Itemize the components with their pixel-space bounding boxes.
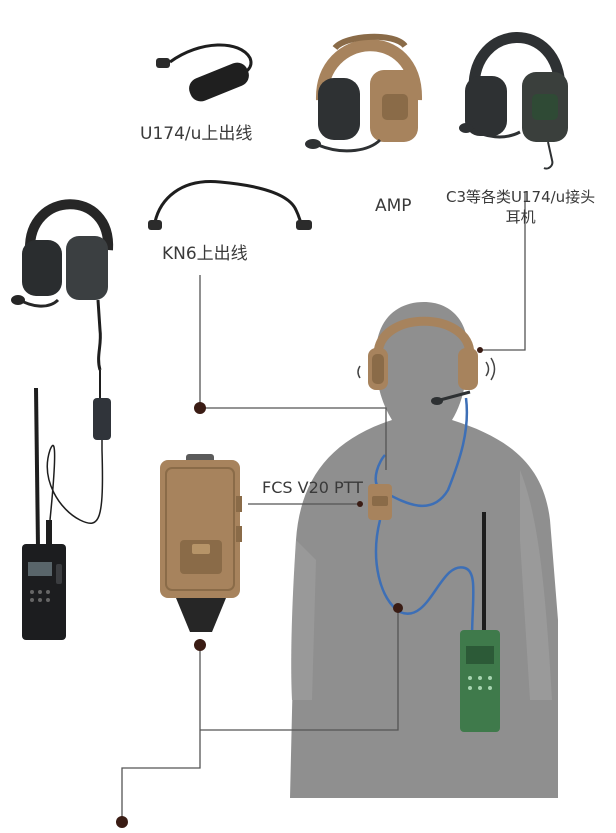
line-bottom-route [121,645,201,820]
dot-c3 [477,347,483,353]
ptt-box-icon [160,454,242,632]
soldier-silhouette [290,302,558,798]
amp-headset-icon [305,33,423,153]
label-kn6-cable: KN6上出线 [162,244,248,264]
label-u174-cable: U174/u上出线 [140,124,253,144]
label-c3-headset: C3等各类U174/u接头 耳机 [446,188,595,227]
dot-bottom [116,816,128,828]
cable-kn6-icon [148,180,312,230]
dot-ptt-line [357,501,363,507]
connector-dots [116,347,483,828]
black-headset-icon [11,199,114,371]
handheld-radio-icon [22,387,66,640]
dot-ptt [194,639,206,651]
worn-headset-icon [368,316,478,405]
dot-cable [393,603,403,613]
connector-lines [121,192,526,820]
c3-headset-icon [459,32,568,170]
label-c3-line2: 耳机 [505,207,536,226]
worn-radio-icon [460,512,500,732]
line-kn6-to-head [199,275,387,470]
line-bottom-cable [200,608,399,731]
label-fcs-ptt: FCS V20 PTT [262,478,363,497]
dot-kn6 [194,402,206,414]
label-amp: AMP [375,196,412,216]
label-c3-line1: C3等各类U174/u接头 [446,188,596,206]
worn-ptt-icon [368,484,392,520]
line-c3-to-head [480,192,526,351]
left-ptt-icon [46,370,111,524]
cable-u174-icon [156,43,253,102]
